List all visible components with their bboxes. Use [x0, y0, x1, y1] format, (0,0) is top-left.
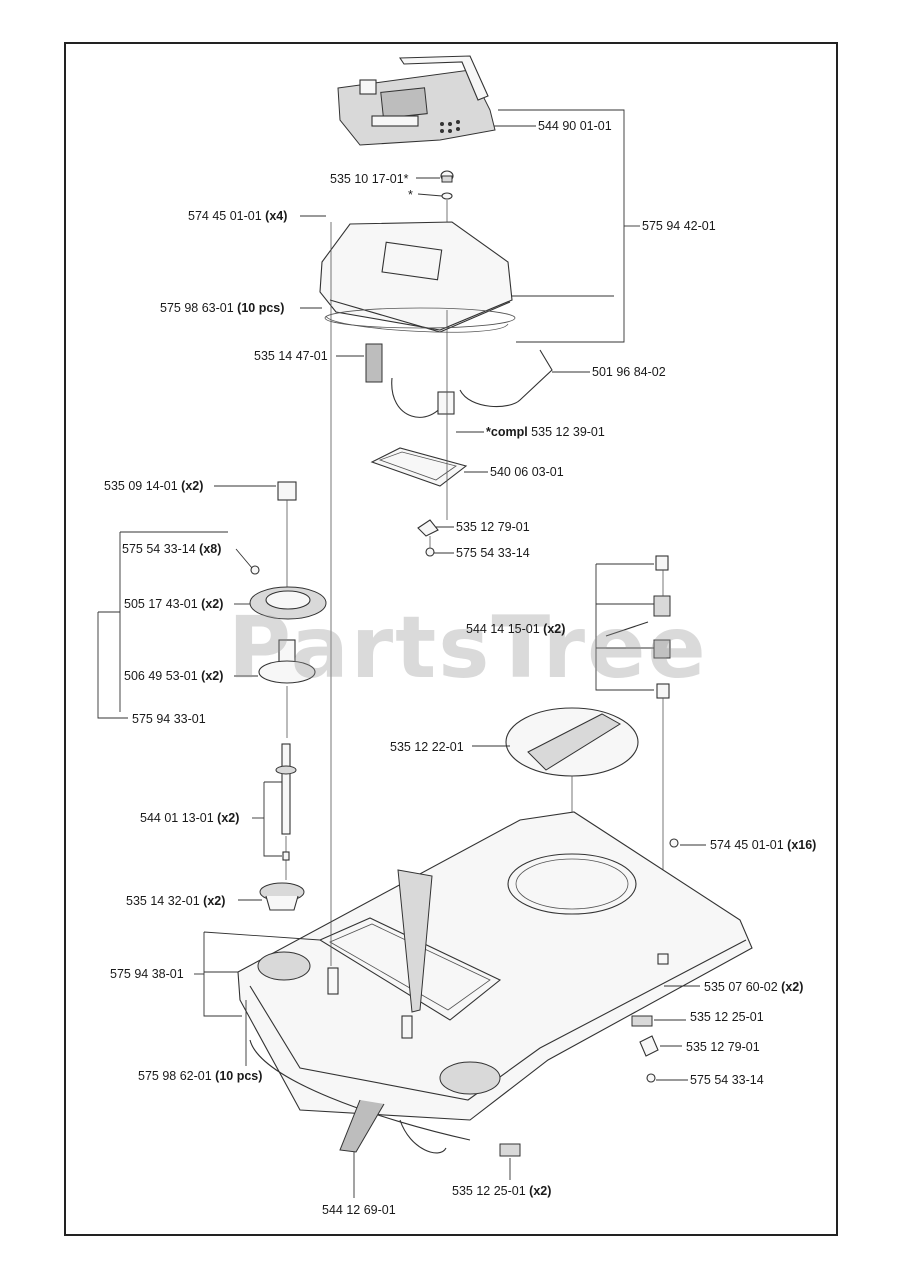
part-label-506-49-53-01: 506 49 53-01 (x2) — [124, 669, 224, 683]
connector — [437, 391, 455, 415]
part-label-575-54-33-14-top: 575 54 33-14 — [456, 546, 530, 560]
housing-cover — [319, 221, 516, 333]
leader-lines — [97, 109, 706, 1198]
circuit-board — [370, 447, 468, 487]
part-label-535-09-14-01: 535 09 14-01 (x2) — [104, 479, 204, 493]
part-label-505-17-43-01: 505 17 43-01 (x2) — [124, 597, 224, 611]
part-label-575-54-33-14-x8: 575 54 33-14 (x8) — [122, 542, 222, 556]
screw-lower — [646, 1073, 656, 1083]
part-label-575-98-63-01: 575 98 63-01 (10 pcs) — [160, 301, 285, 315]
part-label-544-90-01-01: 544 90 01-01 — [538, 119, 612, 133]
part-label-535-07-60-02: 535 07 60-02 (x2) — [704, 980, 804, 994]
wire-harness — [459, 349, 553, 408]
screw-right — [669, 838, 679, 848]
part-label-501-96-84-02: 501 96 84-02 — [592, 365, 666, 379]
part-label-574-45-01-01-x4: 574 45 01-01 (x4) — [188, 209, 288, 223]
part-label-asterisk: * — [408, 188, 413, 202]
part-label-535-14-32-01: 535 14 32-01 (x2) — [126, 894, 226, 908]
lid-disc — [505, 707, 639, 888]
part-label-535-12-79-01-top: 535 12 79-01 — [456, 520, 530, 534]
part-label-574-45-01-01-x16: 574 45 01-01 (x16) — [710, 838, 817, 852]
part-label-544-12-69-01: 544 12 69-01 — [322, 1203, 396, 1217]
bracket — [417, 519, 439, 537]
shaft — [281, 743, 291, 835]
part-label-575-54-33-14-bottom: 575 54 33-14 — [690, 1073, 764, 1087]
ribbon-cable — [397, 869, 433, 1013]
diagram-frame — [64, 42, 838, 1236]
clip — [657, 953, 669, 965]
screw-small — [250, 565, 260, 575]
part-label-575-94-38-01: 575 94 38-01 — [110, 967, 184, 981]
part-label-535-12-25-01-x2: 535 12 25-01 (x2) — [452, 1184, 552, 1198]
part-label-575-98-62-01: 575 98 62-01 (10 pcs) — [138, 1069, 263, 1083]
part-label-535-10-17-01: 535 10 17-01* — [330, 172, 409, 186]
part-label-540-06-03-01: 540 06 03-01 — [490, 465, 564, 479]
bracket-lower — [639, 1035, 659, 1057]
part-label-544-14-15-01: 544 14 15-01 (x2) — [466, 622, 566, 636]
part-label-535-12-22-01: 535 12 22-01 — [390, 740, 464, 754]
main-chassis — [237, 811, 753, 1154]
plate-bottom — [499, 1143, 521, 1157]
part-label-575-94-42-01: 575 94 42-01 — [642, 219, 716, 233]
part-label-535-12-79-01-bottom: 535 12 79-01 — [686, 1040, 760, 1054]
screw — [425, 547, 435, 557]
part-label-535-12-25-01: 535 12 25-01 — [690, 1010, 764, 1024]
part-label-544-01-13-01: 544 01 13-01 (x2) — [140, 811, 240, 825]
spring-plate — [631, 1015, 653, 1027]
bushing — [277, 481, 297, 501]
part-label-575-94-33-01: 575 94 33-01 — [132, 712, 206, 726]
part-label-535-12-39-01: *compl 535 12 39-01 — [486, 425, 605, 439]
control-panel-overlay — [337, 55, 496, 146]
sensor-block — [365, 343, 383, 383]
part-label-535-14-47-01: 535 14 47-01 — [254, 349, 328, 363]
